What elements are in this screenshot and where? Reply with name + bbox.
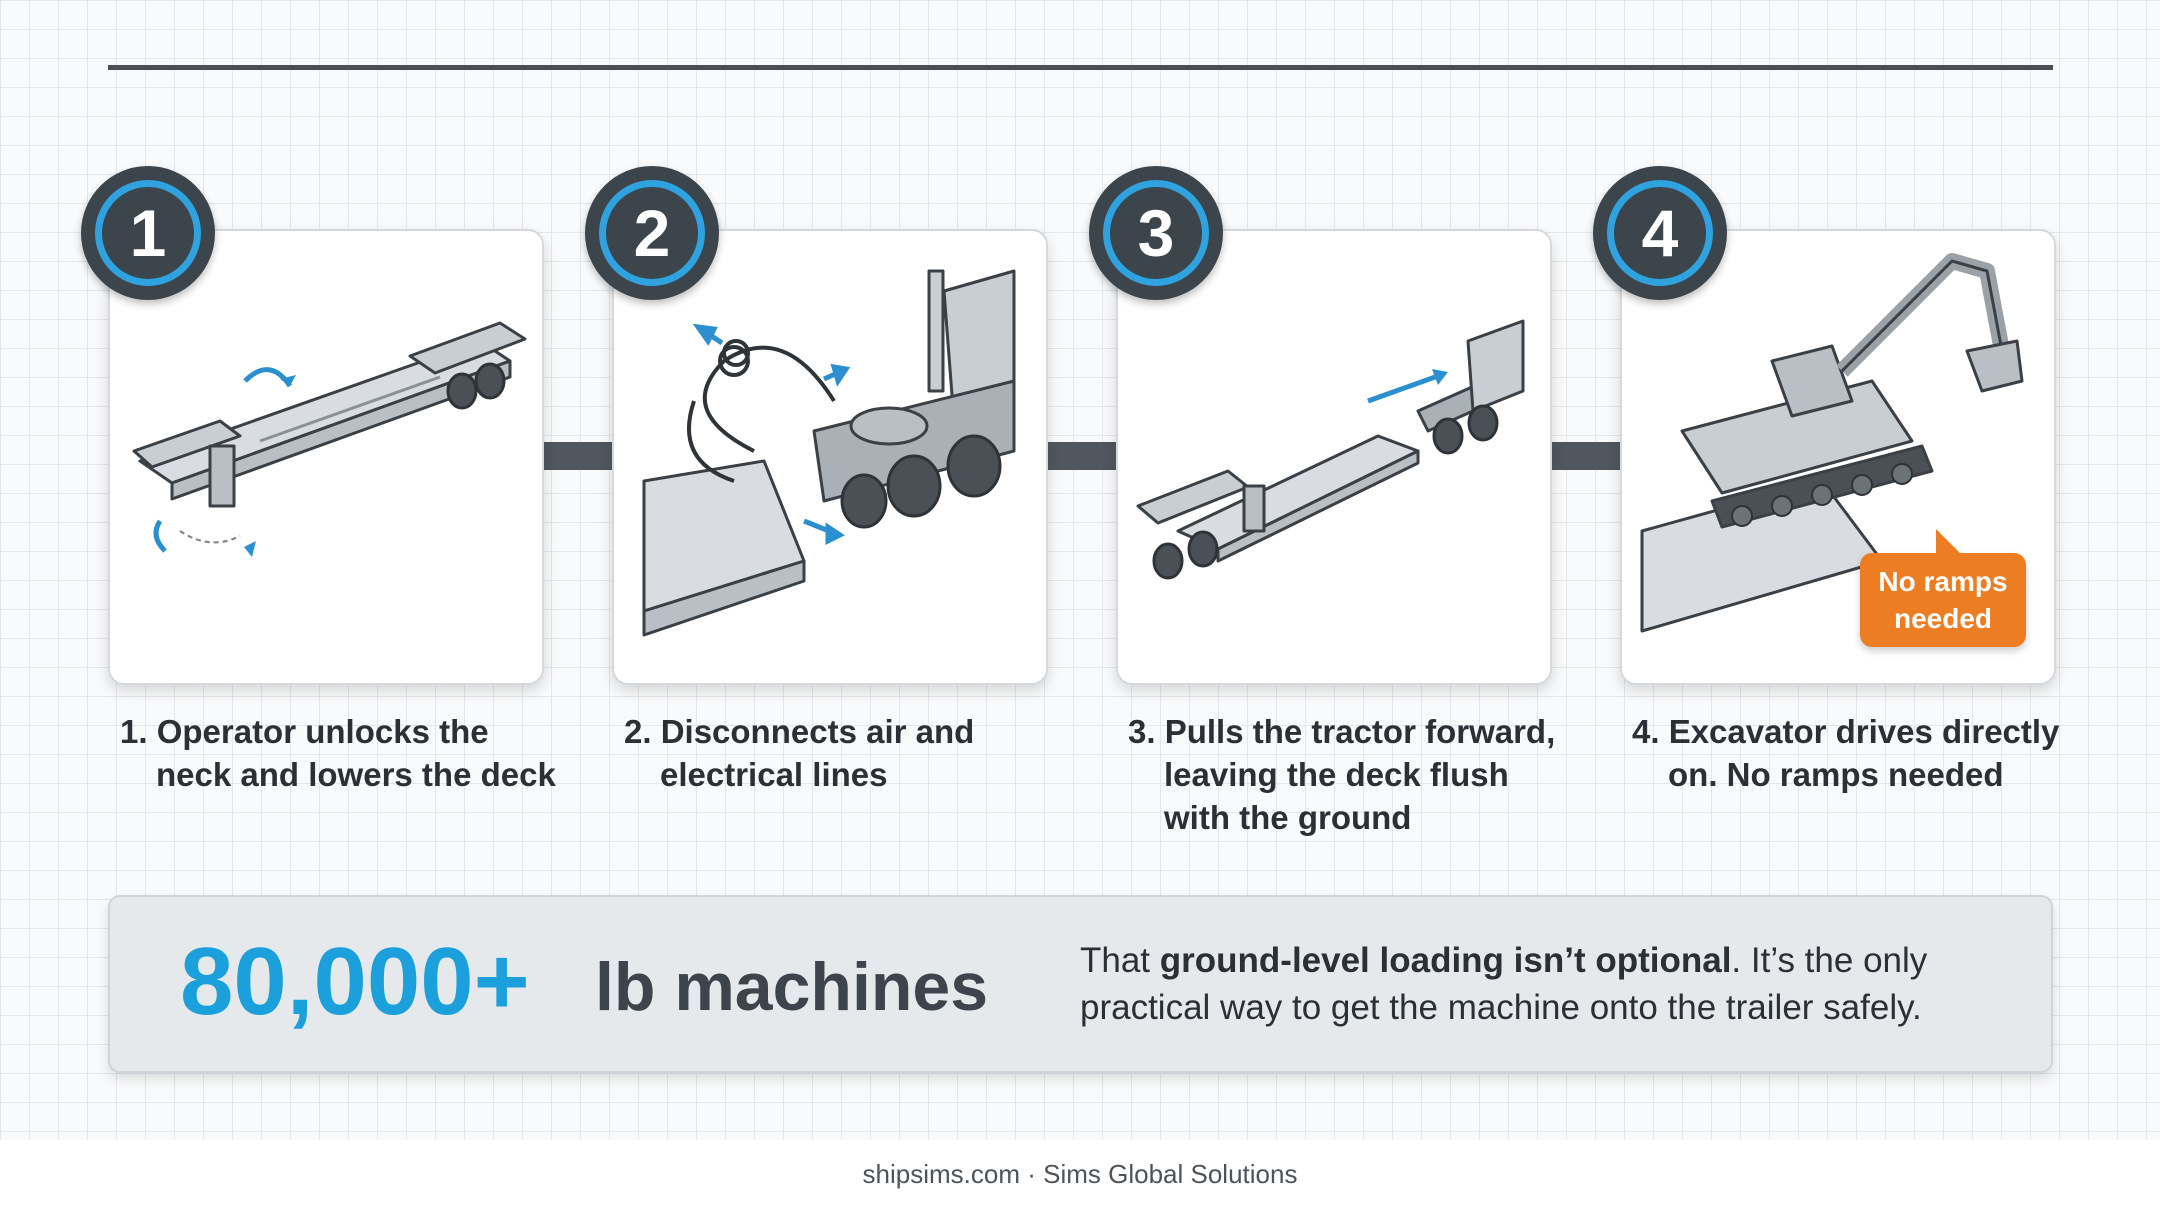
top-divider: [108, 65, 2053, 70]
footer-credit: shipsims.com · Sims Global Solutions: [862, 1159, 1298, 1189]
excavator-loading-illustration: [1640, 253, 2024, 633]
step-badge-2: 2: [585, 166, 719, 300]
step-number: 4: [1641, 196, 1679, 270]
step-connector: [1044, 442, 1116, 470]
callout-line-2: needed: [1893, 603, 1993, 634]
step-caption-1: 1. Operator unlocks the neck and lowers …: [120, 713, 556, 793]
stat-banner: 80,000+ lb machines That ground-level lo…: [108, 895, 2053, 1073]
step-caption-4: 4. Excavator drives directly on. No ramp…: [1632, 713, 2060, 793]
step-card-4: [1620, 229, 2056, 685]
step-card-1: [108, 229, 544, 685]
stat-number: 80,000+: [180, 928, 530, 1035]
step-connector: [540, 442, 612, 470]
badge-ring: [1103, 180, 1209, 286]
step-connector: [1548, 442, 1620, 470]
stat-description: That ground-level loading isn’t optional…: [1080, 937, 2010, 1031]
badge-ring: [1607, 180, 1713, 286]
stat-unit: lb machines: [595, 949, 989, 1025]
tractor-disconnect-illustration: [642, 269, 1016, 637]
stat-text-after: . It’s the only practical way to get the…: [1080, 941, 1928, 1027]
step-badge-4: 4: [1593, 166, 1727, 300]
badge-ring: [95, 180, 201, 286]
stat-text-before: That: [1080, 941, 1160, 980]
step-caption-2: 2. Disconnects air and electrical lines: [624, 713, 975, 793]
step-badge-1: 1: [81, 166, 215, 300]
tractor-pull-forward-illustration: [1136, 319, 1525, 580]
no-ramps-callout: No ramps needed: [1860, 529, 2026, 647]
step-card-2: [612, 229, 1048, 685]
step-number: 3: [1137, 196, 1175, 270]
step-card-3: [1116, 229, 1552, 685]
stat-text-bold: ground-level loading isn’t optional: [1159, 941, 1732, 980]
step-number: 1: [129, 196, 167, 270]
lowboy-trailer-illustration: [132, 321, 527, 557]
step-number: 2: [633, 196, 671, 270]
callout-line-1: No ramps: [1878, 566, 2008, 597]
badge-ring: [599, 180, 705, 286]
step-caption-3: 3. Pulls the tractor forward, leaving th…: [1128, 713, 1556, 836]
step-badge-3: 3: [1089, 166, 1223, 300]
footer-bar: [0, 1140, 2160, 1206]
